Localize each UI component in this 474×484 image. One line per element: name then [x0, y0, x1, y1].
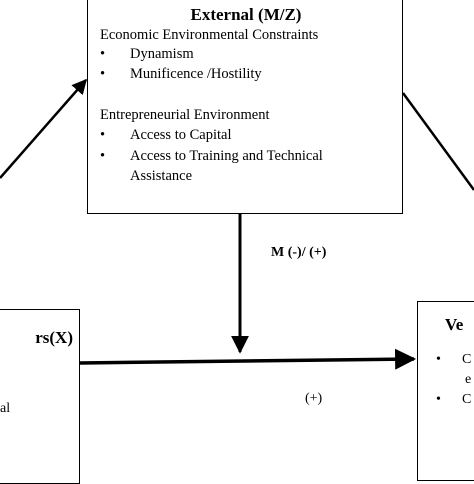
bullet-glyph: •	[436, 392, 441, 407]
external-title: External (M/Z)	[190, 5, 302, 24]
right-box: Ve •C e •C	[417, 301, 474, 481]
connector-arrows	[0, 78, 474, 370]
right-bullet-1: •C	[436, 352, 472, 367]
bullet-glyph: •	[100, 46, 106, 62]
economic-constraints-heading: Economic Environmental Constraints	[100, 27, 319, 43]
access-training-continuation: Assistance	[130, 168, 193, 184]
moderator-label: M (-)/ (+)	[271, 245, 327, 260]
bullet-glyph: •	[100, 148, 106, 164]
main-effect-label: (+)	[305, 391, 323, 406]
bullet-access-capital: •Access to Capital	[100, 127, 232, 143]
left-box-title: rs(X)	[35, 328, 73, 347]
left-to-external-arrow	[0, 78, 87, 179]
right-box-title: Ve	[445, 315, 464, 334]
bullet-munificence: •Munificence /Hostility	[100, 66, 262, 82]
bullet-glyph: •	[100, 66, 106, 82]
external-to-right-line	[401, 92, 474, 191]
bullet-glyph: •	[436, 352, 441, 367]
left-box: rs(X)	[0, 309, 80, 484]
bullet-access-training: •Access to Training and Technical	[100, 148, 323, 164]
external-box: External (M/Z) Economic Environmental Co…	[87, 0, 403, 214]
right-bullet-1-continuation: e	[465, 372, 472, 387]
main-effect-arrow	[79, 348, 417, 370]
entrepreneurial-environment-heading: Entrepreneurial Environment	[100, 107, 270, 123]
bullet-glyph: •	[100, 127, 106, 143]
right-bullet-2: •C	[436, 392, 472, 407]
bullet-dynamism: •Dynamism	[100, 46, 194, 62]
left-box-text-fragment: al	[0, 401, 11, 416]
